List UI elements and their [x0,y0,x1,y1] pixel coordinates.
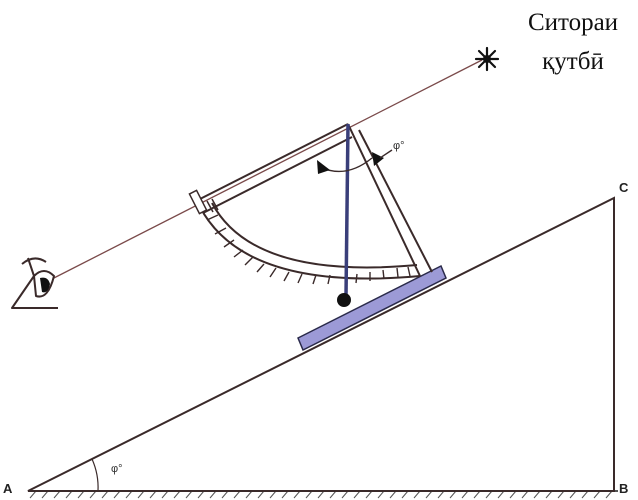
frame-leg [347,123,433,277]
point-a-label: A [3,481,13,496]
slope-triangle [27,196,615,492]
point-b-label: B [619,481,629,496]
platform-plate [297,264,447,352]
plumb-line [344,123,350,297]
plumb-bob [337,293,351,307]
polar-star-label-line1: Ситораи [527,9,619,36]
angle-arc-a [91,458,99,492]
point-c-label: C [619,180,629,195]
quadrant-scale [199,202,421,280]
sighting-tube [197,123,353,214]
angle-arrow-left [317,160,330,174]
sight-line [49,59,483,281]
angle-pointer [379,149,393,159]
eye-icon [11,257,58,309]
polar-star-label-line2: қутбӣ [542,48,604,75]
angle-arrow-right [372,152,384,166]
base-angle-label: φ° [111,463,123,475]
eyepiece [188,189,219,215]
star-center [483,55,491,63]
apex-angle-label: φ° [393,140,405,152]
ground-hatching [28,490,618,499]
quadrant-ticks [206,214,411,285]
eye-pupil [40,277,50,293]
